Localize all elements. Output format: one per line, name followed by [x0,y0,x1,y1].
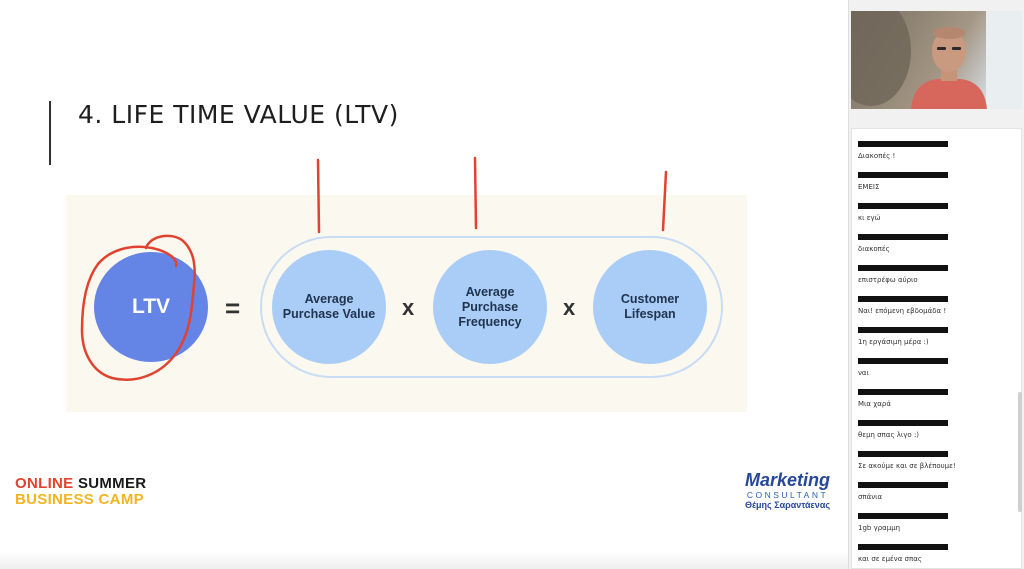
chat-message: Διακοπές ! [858,141,1008,171]
factor-label: Customer Lifespan [620,292,680,321]
chat-message: 1gb γραμμη [858,513,1008,543]
logo-word-online: ONLINE [15,475,74,492]
redacted-sender-name [858,513,948,519]
title-accent-bar [49,101,51,165]
multiply-sign: x [402,295,415,320]
redacted-sender-name [858,544,948,550]
chat-message: κι εγώ [858,203,1008,233]
redacted-sender-name [858,203,948,209]
redacted-sender-name [858,482,948,488]
redacted-sender-name [858,172,948,178]
chat-message-text: διακοπές [858,245,890,253]
chat-message: διακοπές [858,234,1008,264]
chat-message-text: Σε ακούμε και σε βλέπουμε! [858,462,956,470]
redacted-sender-name [858,451,948,457]
chat-message-text: θεμη σπας λιγο :) [858,431,920,439]
factor-label: Average Purchase Value [282,292,376,321]
presentation-slide: 4. LIFE TIME VALUE (LTV) LTV = Average P… [0,100,848,569]
participant-video-tile[interactable] [851,11,1022,109]
chat-panel[interactable]: Διακοπές ! ΕΜΕΙΣ κι εγώ διακοπές επιστρέ… [851,128,1022,569]
chat-message-text: σπάνια [858,493,883,501]
redacted-sender-name [858,358,948,364]
chat-scrollbar[interactable] [1018,392,1022,512]
participant-avatar-icon [851,11,1022,109]
chat-message: επιστρέφω αύριο [858,265,1008,295]
chat-message-text: ναι [858,369,869,377]
chat-message: σπάνια [858,482,1008,512]
redacted-sender-name [858,389,948,395]
chat-message-text: 1η εργάσιμη μέρα :) [858,338,929,346]
chat-message: ναι [858,358,1008,388]
chat-message: ΕΜΕΙΣ [858,172,1008,202]
redacted-sender-name [858,265,948,271]
brand-subtitle: CONSULTANT [746,490,829,500]
factor-average-purchase-frequency: Average Purchase Frequency [433,250,547,364]
chat-message: και σε εμένα σπας [858,544,1008,568]
online-summer-business-camp-logo: ONLINE SUMMER BUSINESS CAMP [15,476,146,508]
logo-business-camp: BUSINESS CAMP [15,491,144,508]
factor-customer-lifespan: Customer Lifespan [593,250,707,364]
slide-title: 4. LIFE TIME VALUE (LTV) [78,100,399,129]
factor-average-purchase-value: Average Purchase Value [272,250,386,364]
brand-person-name: Θέμης Σαραντάενας [744,500,831,510]
chat-message-text: επιστρέφω αύριο [858,276,918,284]
slide-bottom-edge [0,552,848,569]
chat-message: 1η εργάσιμη μέρα :) [858,327,1008,357]
chat-message-text: Διακοπές ! [858,152,896,160]
chat-message: Ναι! επόμενη εβδομάδα ! [858,296,1008,326]
ltv-circle: LTV [94,252,208,362]
chat-message-text: ΕΜΕΙΣ [858,183,880,191]
redacted-sender-name [858,327,948,333]
equals-sign: = [225,293,241,323]
chat-message: Σε ακούμε και σε βλέπουμε! [858,451,1008,481]
ltv-label: LTV [131,295,171,318]
marketing-consultant-logo: Marketing CONSULTANT Θέμης Σαραντάενας [740,470,835,511]
chat-message-text: Μια χαρά [858,400,891,408]
brand-name: Marketing [744,470,831,490]
logo-word-summer: SUMMER [77,475,147,492]
redacted-sender-name [858,141,948,147]
formula-pill-outline [260,236,723,378]
factor-label: Average Purchase Frequency [458,284,522,329]
redacted-sender-name [858,420,948,426]
chat-message: θεμη σπας λιγο :) [858,420,1008,450]
redacted-sender-name [858,296,948,302]
chat-message-text: 1gb γραμμη [858,524,901,532]
chat-message-text: κι εγώ [858,214,881,222]
chat-message-text: και σε εμένα σπας [858,555,922,563]
chat-message: Μια χαρά [858,389,1008,419]
redacted-sender-name [858,234,948,240]
chat-message-text: Ναι! επόμενη εβδομάδα ! [858,307,947,315]
multiply-sign: x [563,295,576,320]
